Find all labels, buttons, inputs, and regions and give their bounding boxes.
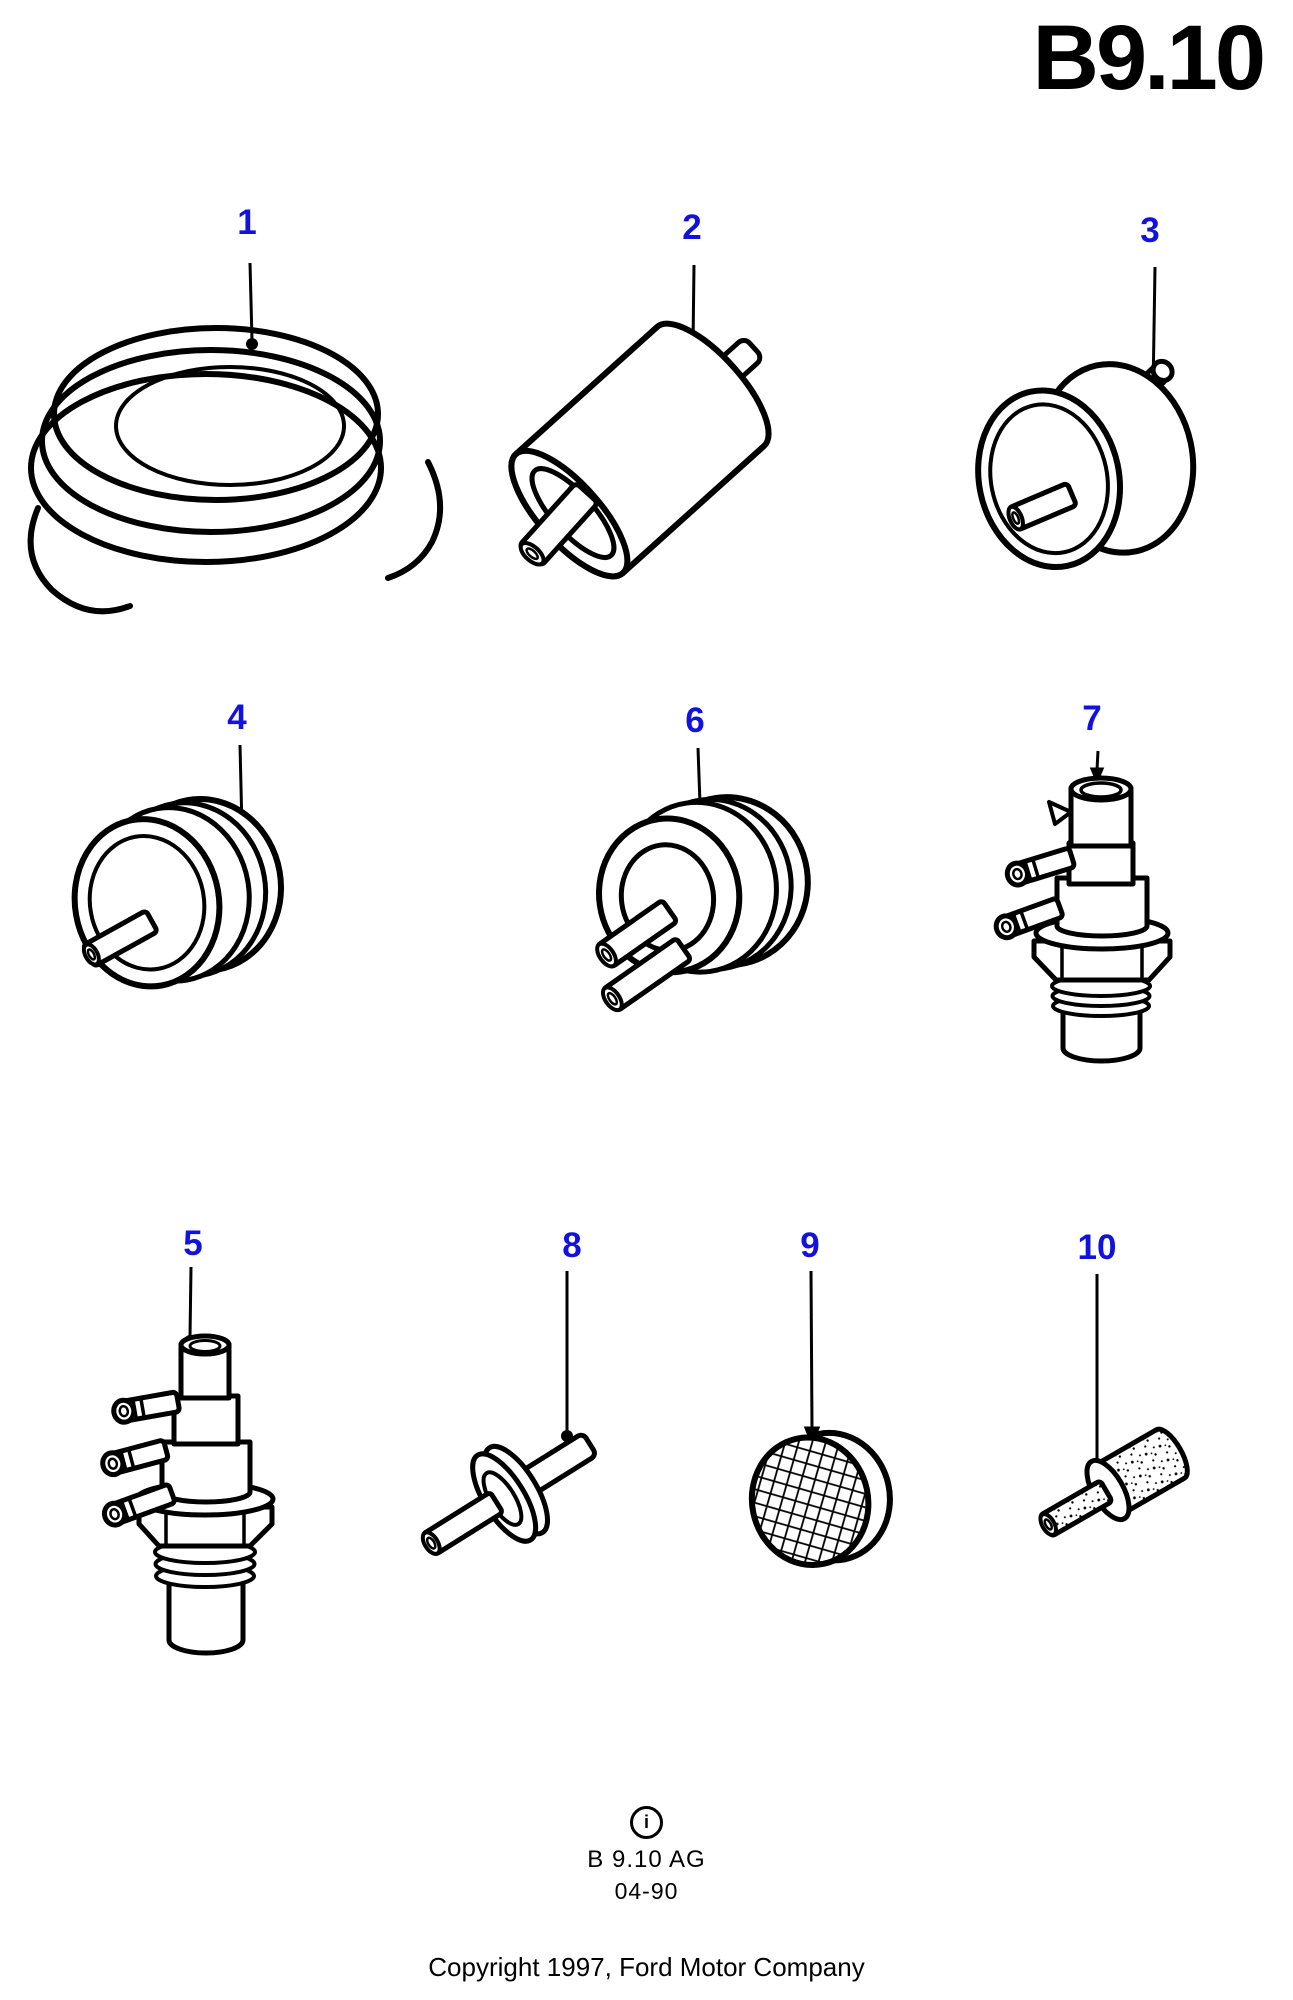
- info-icon-letter: i: [643, 1812, 649, 1832]
- part-5-label: 5: [183, 1224, 203, 1263]
- part-10-drawing: [1038, 1426, 1190, 1538]
- page-title: B9.10: [1032, 7, 1266, 109]
- sheet-code: B 9.10 AG: [587, 1846, 706, 1873]
- part-7-drawing: [993, 775, 1173, 1064]
- part-1-drawing: [27, 325, 444, 615]
- part-3-drawing: [975, 358, 1197, 571]
- part-3-label: 3: [1140, 211, 1160, 250]
- copyright-line: Copyright 1997, Ford Motor Company: [428, 1952, 865, 1982]
- info-icon: i: [630, 1806, 663, 1839]
- part-4-label: 4: [227, 698, 247, 737]
- date-code: 04-90: [614, 1878, 679, 1904]
- part-4-drawing: [71, 796, 285, 990]
- part-10-label: 10: [1077, 1228, 1117, 1267]
- part-9-label: 9: [800, 1226, 820, 1265]
- part-7-label: 7: [1082, 699, 1102, 738]
- part-8-drawing: [420, 1432, 597, 1556]
- part-8-label: 8: [562, 1226, 582, 1265]
- part-2-label: 2: [682, 208, 702, 247]
- part-2-drawing: [508, 320, 772, 580]
- part-9-drawing: [748, 1429, 893, 1568]
- part-6-drawing: [595, 794, 811, 1013]
- footer-block: i B 9.10 AG 04-90: [0, 1806, 1293, 1905]
- part-1-label: 1: [237, 203, 257, 242]
- part-6-label: 6: [685, 701, 705, 740]
- part-5-drawing: [100, 1333, 276, 1656]
